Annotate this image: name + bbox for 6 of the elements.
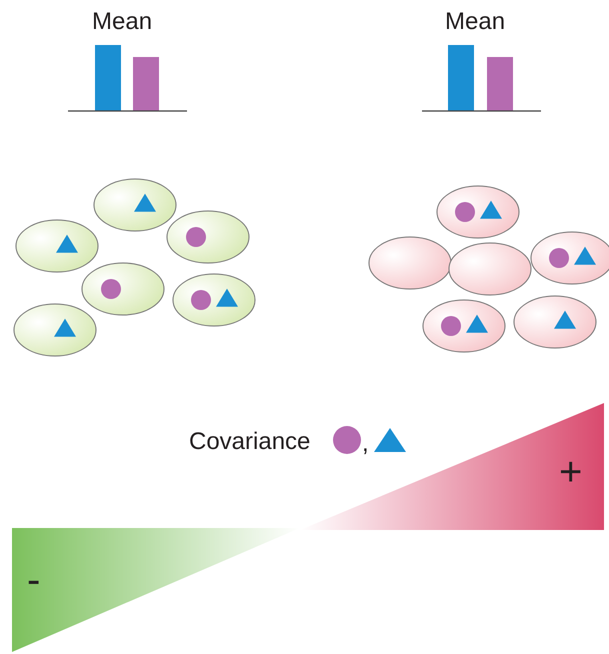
axis-title: Mean xyxy=(92,10,152,34)
plus-sign: + xyxy=(559,452,582,492)
axis-title: Mean xyxy=(445,10,506,34)
minus-sign: - xyxy=(27,560,40,600)
covariance-label: Covariance xyxy=(189,430,310,454)
separator-label: , xyxy=(362,432,369,456)
